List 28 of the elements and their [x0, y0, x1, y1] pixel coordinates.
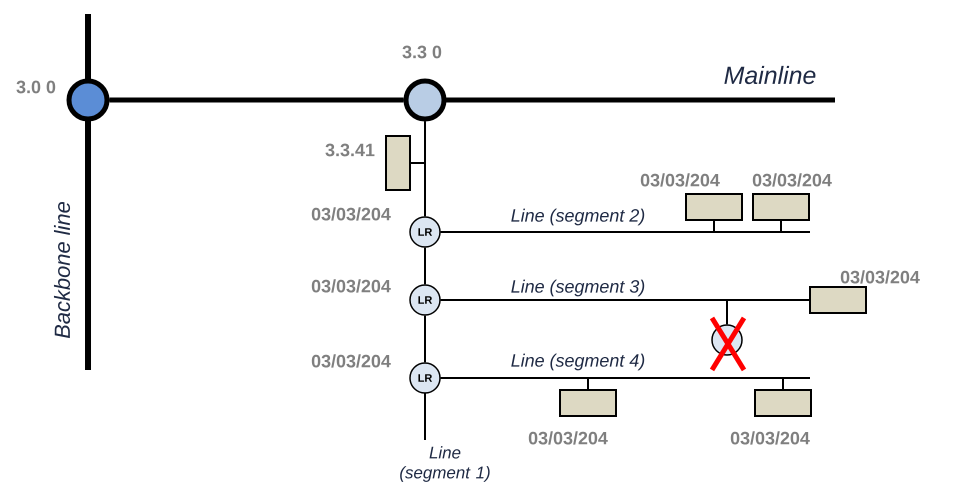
node-label: 03/03/204: [528, 431, 608, 445]
node-label: 03/03/204: [730, 431, 810, 445]
connector-line: [440, 377, 784, 389]
line-repeater: LR: [409, 362, 441, 394]
node-label: 03/03/204: [312, 354, 391, 368]
line-label: Line (segment 1): [400, 446, 490, 482]
node-label: 3.3.41: [325, 144, 374, 156]
connector-line: [424, 316, 426, 362]
backbone-label: Backbone line: [54, 202, 70, 338]
line-label: Line (segment 3): [511, 280, 644, 296]
node-label: 03/03/204: [840, 270, 920, 284]
connector-line: [440, 299, 728, 324]
node-label: 3.3 0: [402, 46, 442, 58]
node-label: 03/03/204: [312, 279, 391, 293]
connector-line: [424, 248, 426, 284]
line-label: Line (segment 2): [511, 208, 644, 226]
node-label: 03/03/204: [312, 207, 391, 221]
line-label: Line (segment 4): [511, 354, 644, 370]
node-label: 03/03/204: [752, 173, 832, 187]
node-label: 3.0 0: [16, 80, 56, 94]
connector-line: [440, 221, 782, 233]
line-repeater: LR: [409, 216, 441, 248]
node-label: 03/03/204: [640, 173, 720, 187]
repeater-circle: [711, 324, 743, 356]
connector-line: [110, 98, 404, 102]
line-repeater: LR: [409, 284, 441, 316]
connector-line: [424, 122, 426, 216]
mainline-label: Mainline: [724, 66, 816, 84]
